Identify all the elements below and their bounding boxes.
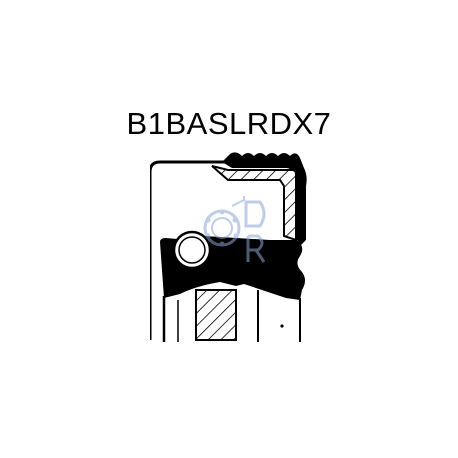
metal-case-top <box>211 165 297 242</box>
housing-outline <box>150 160 236 340</box>
metal-case-vertical <box>195 289 237 341</box>
bearing-logo-icon <box>203 196 266 263</box>
part-code-label: B1BASLRDX7 <box>126 106 332 141</box>
garter-spring <box>172 230 212 270</box>
serrated-outer-seal <box>222 152 307 246</box>
reference-dot <box>280 324 284 328</box>
